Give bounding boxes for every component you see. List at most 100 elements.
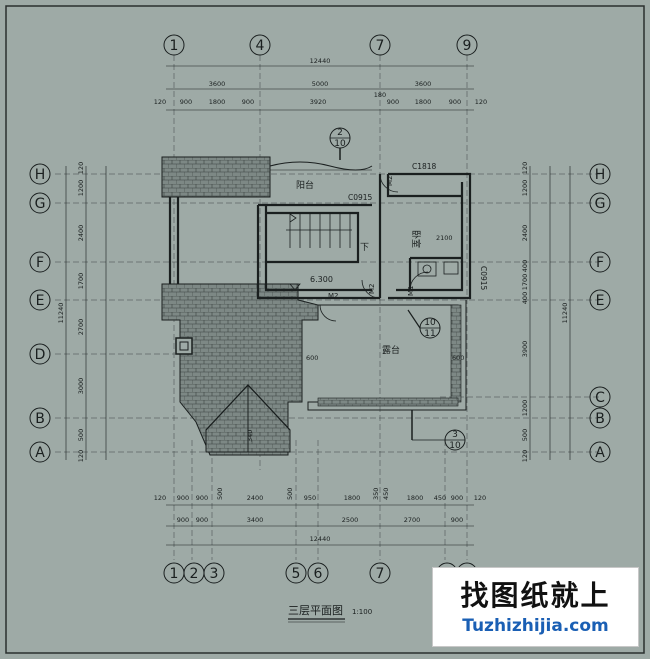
dim-bottom-r1-12: 900	[451, 494, 463, 502]
left-dimension-lines	[65, 166, 107, 460]
dim-left-6: 500	[77, 429, 85, 441]
dim-right-4: 1700	[521, 274, 529, 291]
dim-left-2: 2400	[77, 225, 85, 242]
dim-right-6: 3900	[521, 341, 529, 358]
tag-door-m2-b: M2	[328, 292, 339, 300]
axis-label-left-D: D	[35, 347, 46, 363]
dim-top-r2-9: 120	[475, 98, 487, 106]
dim-top-r2-0: 120	[154, 98, 166, 106]
dim-bottom-r2-0: 900	[177, 516, 189, 524]
axis-label-top-9: 9	[463, 38, 472, 54]
level-marker-icon	[289, 283, 301, 291]
dim-top-r2-1: 900	[180, 98, 192, 106]
axis-label-right-F: F	[596, 255, 604, 271]
dim-top-r2-6: 900	[387, 98, 399, 106]
drawing-title: 三层平面图	[288, 604, 343, 617]
dim-bottom-r1-9: 450	[382, 488, 390, 500]
axis-label-top-4: 4	[256, 38, 265, 54]
axis-label-right-G: G	[595, 196, 606, 212]
right-axis-bubbles: H G F E C B A	[589, 163, 611, 463]
dim-left-5: 3000	[77, 378, 85, 395]
tag-dim-340: 340	[246, 430, 254, 442]
bathroom-fixtures	[417, 261, 459, 277]
dim-top-r1-1: 5000	[312, 80, 329, 88]
dim-bottom-r1-3: 500	[216, 488, 224, 500]
dim-left-3: 1700	[77, 273, 85, 290]
svg-text:10: 10	[424, 318, 436, 328]
dim-top-total: 12440	[310, 57, 331, 65]
axis-label-top-1: 1	[170, 38, 179, 54]
dim-left-total: 11240	[57, 303, 65, 324]
dim-bottom-r1-1: 900	[177, 494, 189, 502]
tag-dim-600-b: 600	[452, 354, 464, 362]
dim-top-r2-8: 900	[449, 98, 461, 106]
walls	[168, 172, 472, 300]
svg-text:2: 2	[337, 128, 343, 138]
dim-left-4: 2700	[77, 319, 85, 336]
stair-treads	[286, 213, 352, 248]
axis-label-bottom-7: 7	[376, 566, 385, 582]
axis-label-left-E: E	[36, 293, 45, 309]
dim-top-r1-0: 3600	[209, 80, 226, 88]
axis-label-bottom-3: 3	[210, 566, 219, 582]
axis-label-right-C: C	[595, 390, 605, 406]
axis-label-left-B: B	[35, 411, 45, 427]
tag-dim-2100: 2100	[436, 234, 453, 242]
dim-right-7: 1200	[521, 400, 529, 417]
bottom-dimension-lines	[166, 504, 474, 546]
dim-top-r2-5: 180	[374, 91, 386, 99]
dim-left-1: 1200	[77, 180, 85, 197]
dim-bottom-r2-4: 2700	[404, 516, 421, 524]
dim-right-total: 11240	[561, 303, 569, 324]
dim-right-9: 120	[521, 450, 529, 462]
top-dimension-lines	[166, 65, 474, 111]
axis-label-left-H: H	[35, 167, 46, 183]
dim-bottom-r2-2: 3400	[247, 516, 264, 524]
dim-bottom-r1-5: 500	[286, 488, 294, 500]
dim-right-2: 2400	[521, 225, 529, 242]
roof-tiles	[161, 156, 319, 456]
terrace-parapet	[307, 300, 467, 411]
dim-bottom-r1-8: 350	[372, 488, 380, 500]
stair-down-label: 下	[360, 243, 369, 253]
tag-door-m1: M1	[407, 286, 415, 297]
svg-text:11: 11	[424, 329, 435, 339]
balcony-rail	[269, 161, 373, 171]
svg-text:10: 10	[334, 139, 346, 149]
tag-door-m2-c: M2	[368, 284, 376, 295]
axis-label-right-B: B	[595, 411, 605, 427]
dim-bottom-r2-5: 900	[451, 516, 463, 524]
svg-text:3: 3	[452, 430, 458, 440]
axis-label-bottom-5: 5	[292, 566, 301, 582]
dim-bottom-r2-1: 900	[196, 516, 208, 524]
room-terrace-label: 露台	[382, 344, 400, 356]
dim-top-r2-7: 1800	[415, 98, 432, 106]
watermark-logo: 找图纸就上 Tuzhizhijia.com	[432, 567, 639, 647]
svg-text:10: 10	[449, 441, 461, 451]
dim-bottom-r2-3: 2500	[342, 516, 359, 524]
dim-bottom-r1-4: 2400	[247, 494, 264, 502]
dim-top-r2-3: 900	[242, 98, 254, 106]
tag-dim-600-a: 600	[306, 354, 318, 362]
section-mark-10-11: 10 11	[407, 309, 441, 339]
dim-bottom-r1-11: 450	[434, 494, 446, 502]
door-swings	[319, 173, 429, 322]
room-balcony-label: 阳台	[296, 179, 314, 191]
dim-bottom-r1-13: 120	[474, 494, 486, 502]
dim-right-5: 400	[521, 292, 529, 304]
axis-label-bottom-1: 1	[170, 566, 179, 582]
drawing-scale: 1:100	[352, 608, 372, 616]
dim-right-8: 500	[521, 429, 529, 441]
axis-label-bottom-2: 2	[190, 566, 199, 582]
dim-bottom-r1-10: 1800	[407, 494, 424, 502]
top-axis-bubbles: 1 4 7 9	[163, 34, 478, 56]
dim-bottom-total: 12440	[310, 535, 331, 543]
floor-level-label: 6.300	[310, 275, 333, 284]
axis-label-bottom-6: 6	[314, 566, 323, 582]
dim-bottom-r1-6: 950	[304, 494, 316, 502]
axis-label-right-H: H	[595, 167, 606, 183]
right-dimension-lines	[529, 166, 571, 460]
axis-label-left-G: G	[35, 196, 46, 212]
axis-label-left-A: A	[35, 445, 45, 461]
